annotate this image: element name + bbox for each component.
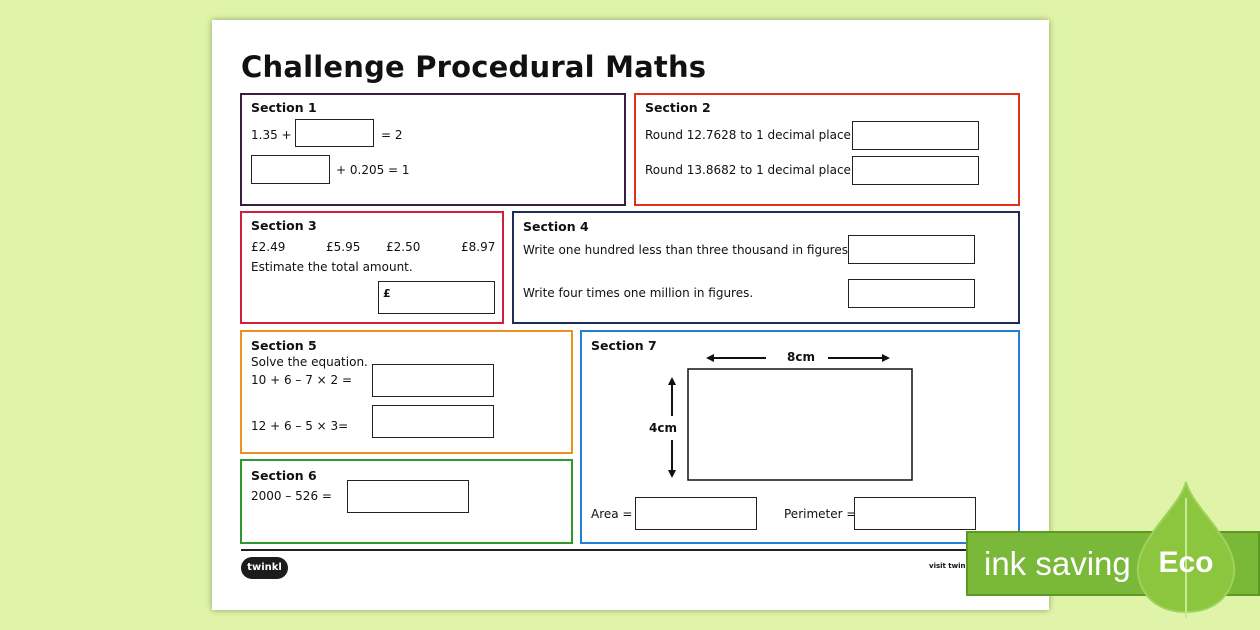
section-4-question-2: Write four times one million in figures. [523,286,754,300]
section-2-question-1: Round 12.7628 to 1 decimal place. [645,128,855,142]
ink-saving-label: ink saving [984,545,1131,582]
section-1-answer-2[interactable] [251,155,330,184]
section-3-prompt: Estimate the total amount. [251,260,413,274]
footer-divider [241,549,1020,551]
eco-leaf-text: Eco [1158,546,1213,579]
section-6-title: Section 6 [251,468,317,483]
dimension-arrows [668,354,913,481]
section-6: Section 6 2000 – 526 = [240,459,573,544]
section-2-answer-2[interactable] [852,156,979,185]
price-1: £2.49 [251,240,286,254]
pound-prefix: £ [383,287,391,300]
section-4-title: Section 4 [523,219,589,234]
section-1-answer-1[interactable] [295,119,374,147]
rectangle-shape [687,368,913,481]
worksheet-page: Challenge Procedural Maths Section 1 1.3… [212,20,1049,610]
section-1-eq1-left: 1.35 + [251,128,292,142]
section-2-title: Section 2 [645,100,711,115]
section-5-answer-2[interactable] [372,405,494,438]
section-7: Section 7 8cm 4cm Area = Perimeter = [580,330,1020,544]
section-4: Section 4 Write one hundred less than th… [512,211,1020,324]
section-3-answer[interactable]: £ [378,281,495,314]
page-title: Challenge Procedural Maths [241,50,707,84]
height-label: 4cm [649,421,677,435]
price-3: £2.50 [386,240,421,254]
eco-leaf-icon: Eco [1136,481,1236,618]
area-answer[interactable] [635,497,757,530]
section-5-answer-1[interactable] [372,364,494,397]
section-5-eq1: 10 + 6 – 7 × 2 = [251,373,353,387]
perimeter-answer[interactable] [854,497,976,530]
section-7-title: Section 7 [591,338,657,353]
section-1-title: Section 1 [251,100,317,115]
section-2: Section 2 Round 12.7628 to 1 decimal pla… [634,93,1020,206]
section-4-answer-2[interactable] [848,279,975,308]
twinkl-logo: twinkl [241,557,288,579]
section-2-question-2: Round 13.8682 to 1 decimal place. [645,163,855,177]
section-1-eq2-right: + 0.205 = 1 [336,163,410,177]
section-1: Section 1 1.35 + = 2 + 0.205 = 1 [240,93,626,206]
section-5-title: Section 5 [251,338,317,353]
section-2-answer-1[interactable] [852,121,979,150]
section-3-title: Section 3 [251,218,317,233]
price-4: £8.97 [461,240,496,254]
section-3: Section 3 £2.49 £5.95 £2.50 £8.97 Estima… [240,211,504,324]
price-2: £5.95 [326,240,361,254]
section-4-question-1: Write one hundred less than three thousa… [523,243,852,257]
section-6-answer[interactable] [347,480,469,513]
width-label: 8cm [787,350,815,364]
section-5: Section 5 Solve the equation. 10 + 6 – 7… [240,330,573,454]
section-1-eq1-right: = 2 [381,128,403,142]
section-5-prompt: Solve the equation. [251,355,368,369]
section-6-eq: 2000 – 526 = [251,489,332,503]
section-5-eq2: 12 + 6 – 5 × 3= [251,419,349,433]
area-label: Area = [591,507,633,521]
section-4-answer-1[interactable] [848,235,975,264]
perimeter-label: Perimeter = [784,507,857,521]
visit-text: visit twinkl [929,562,973,570]
